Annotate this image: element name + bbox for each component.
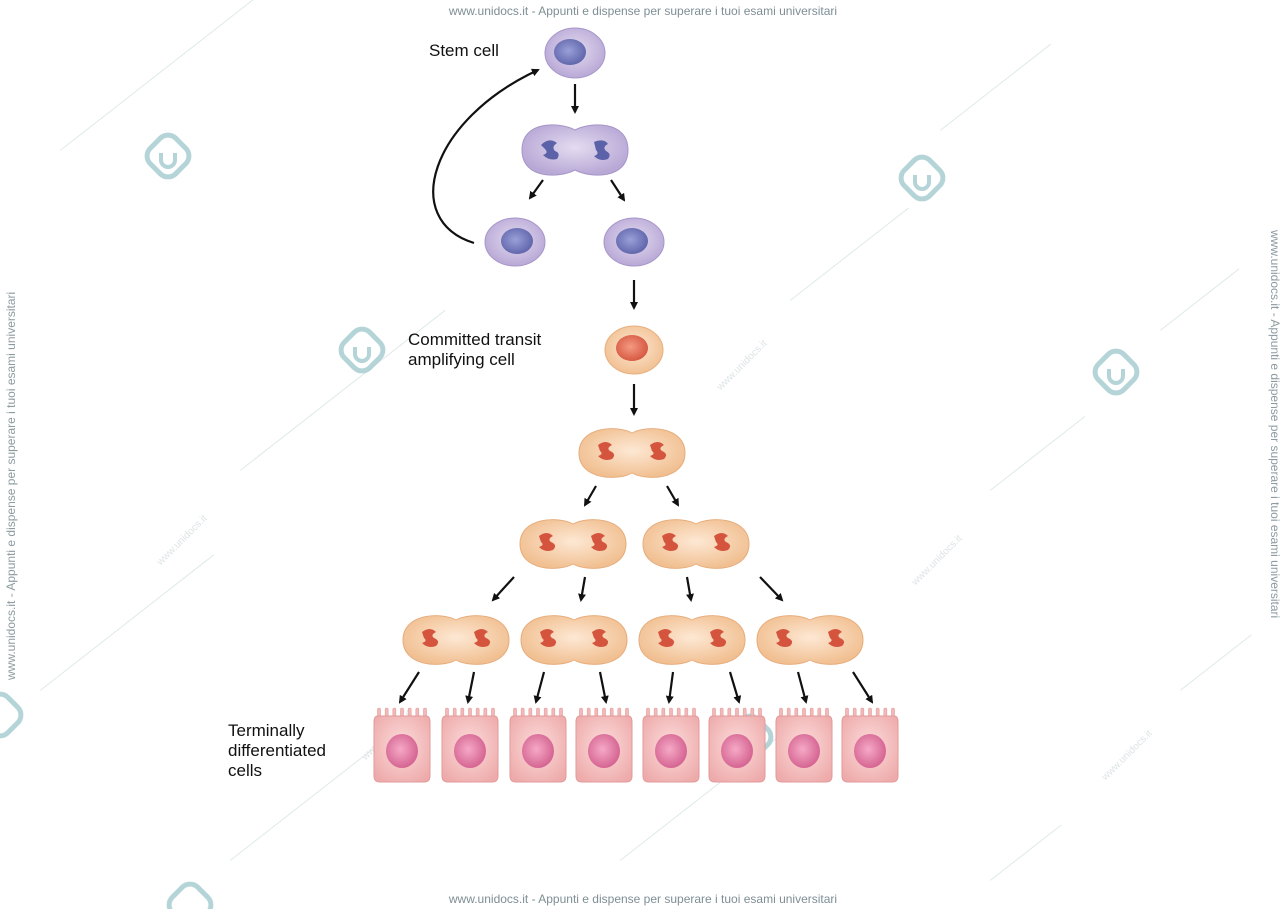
committed-cell-label-line2: amplifying cell [408, 350, 515, 369]
terminal-cell [642, 707, 700, 783]
dividing-amplifying-cell [402, 615, 510, 665]
arrow [578, 576, 587, 602]
watermark-logo-icon [0, 691, 24, 739]
dividing-amplifying-cell [578, 428, 686, 478]
daughter-stem-cell [484, 217, 546, 267]
dividing-amplifying-cell [638, 615, 746, 665]
terminal-cell [509, 707, 567, 783]
watermark-logo-icon [166, 881, 214, 909]
stem-cell-label: Stem cell [429, 41, 499, 60]
arrow [610, 179, 626, 202]
terminal-cell [373, 707, 431, 783]
arrow [598, 671, 609, 704]
arrow [685, 576, 694, 602]
arrow [759, 576, 784, 602]
division-arrows [491, 485, 784, 602]
watermark-logo-icon [338, 326, 386, 374]
dividing-amplifying-cell [642, 519, 750, 569]
terminal-cells-label-line3: cells [228, 761, 263, 780]
dividing-stem-cell [521, 124, 629, 176]
arrow [528, 179, 544, 200]
arrow [465, 671, 476, 704]
arrow [398, 671, 420, 704]
arrow [666, 485, 680, 507]
transit-amplifying-cell [604, 325, 664, 375]
arrow [796, 671, 809, 704]
terminal-cell [841, 707, 899, 783]
terminal-cell [775, 707, 833, 783]
committed-cell-label-line1: Committed transit [408, 330, 542, 349]
watermark-logos [0, 132, 1140, 909]
amplifying-divisions [402, 428, 864, 665]
watermark-header: www.unidocs.it - Appunti e dispense per … [448, 4, 838, 18]
watermark-footer: www.unidocs.it - Appunti e dispense per … [448, 892, 838, 906]
dividing-amplifying-cell [756, 615, 864, 665]
terminal-cell [708, 707, 766, 783]
arrow [728, 671, 742, 704]
arrow [491, 576, 515, 602]
terminal-cells-label-line1: Terminally [228, 721, 305, 740]
terminal-cells [373, 707, 899, 783]
daughter-stem-cell [603, 217, 665, 267]
arrow [533, 671, 546, 704]
terminal-arrows [398, 671, 874, 704]
arrow [583, 485, 597, 507]
dividing-amplifying-cell [519, 519, 627, 569]
dividing-amplifying-cell [520, 615, 628, 665]
watermark-logo-icon [144, 132, 192, 180]
terminal-cell [441, 707, 499, 783]
self-renewal-arrow [432, 68, 540, 245]
watermark-logo-icon [898, 154, 946, 202]
watermark-logo-icon [1092, 348, 1140, 396]
stem-cell [544, 27, 606, 79]
arrow [665, 671, 675, 704]
terminal-cell [575, 707, 633, 783]
terminal-cells-label-line2: differentiated [228, 741, 326, 760]
arrow [852, 671, 874, 704]
